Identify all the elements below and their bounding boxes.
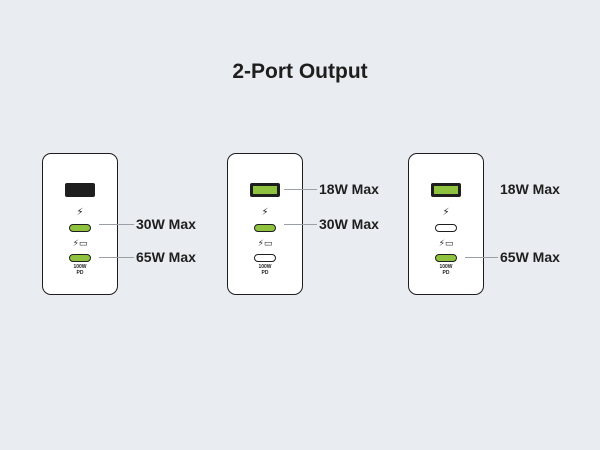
leader-line — [465, 257, 498, 258]
pd-text: PD — [442, 270, 450, 276]
charger-2-c1-label: 30W Max — [319, 216, 379, 232]
pd-text: PD — [76, 270, 84, 276]
page-title: 2-Port Output — [232, 60, 368, 83]
bolt-laptop-icon: ⚡▭ — [438, 238, 454, 248]
usb-c2-port — [435, 254, 457, 262]
usb-a-port — [431, 183, 461, 197]
pd-watts: 100W — [258, 264, 272, 270]
usb-a-port — [250, 183, 280, 197]
charger-3-a-label: 18W Max — [500, 181, 560, 197]
usb-c2-port — [69, 254, 91, 262]
charger-2-a-label: 18W Max — [319, 181, 379, 197]
leader-line — [284, 189, 317, 190]
leader-line — [99, 224, 134, 225]
usb-c1-port — [69, 224, 91, 232]
charger-3-c2-label: 65W Max — [500, 249, 560, 265]
usb-c1-port — [254, 224, 276, 232]
pd-watts: 100W — [439, 264, 453, 270]
pd-text: PD — [261, 270, 269, 276]
lightning-bolt-icon: ⚡ — [76, 207, 84, 218]
usb-c2-port — [254, 254, 276, 262]
pd-watts: 100W — [73, 264, 87, 270]
charger-1-c2-label: 65W Max — [136, 249, 196, 265]
bolt-laptop-icon: ⚡▭ — [72, 238, 88, 248]
leader-line — [99, 257, 134, 258]
charger-1-c1-label: 30W Max — [136, 216, 196, 232]
lightning-bolt-icon: ⚡ — [261, 207, 269, 218]
lightning-bolt-icon: ⚡ — [442, 207, 450, 218]
leader-line — [284, 224, 317, 225]
usb-a-port — [65, 183, 95, 197]
usb-c1-port — [435, 224, 457, 232]
bolt-laptop-icon: ⚡▭ — [257, 238, 273, 248]
